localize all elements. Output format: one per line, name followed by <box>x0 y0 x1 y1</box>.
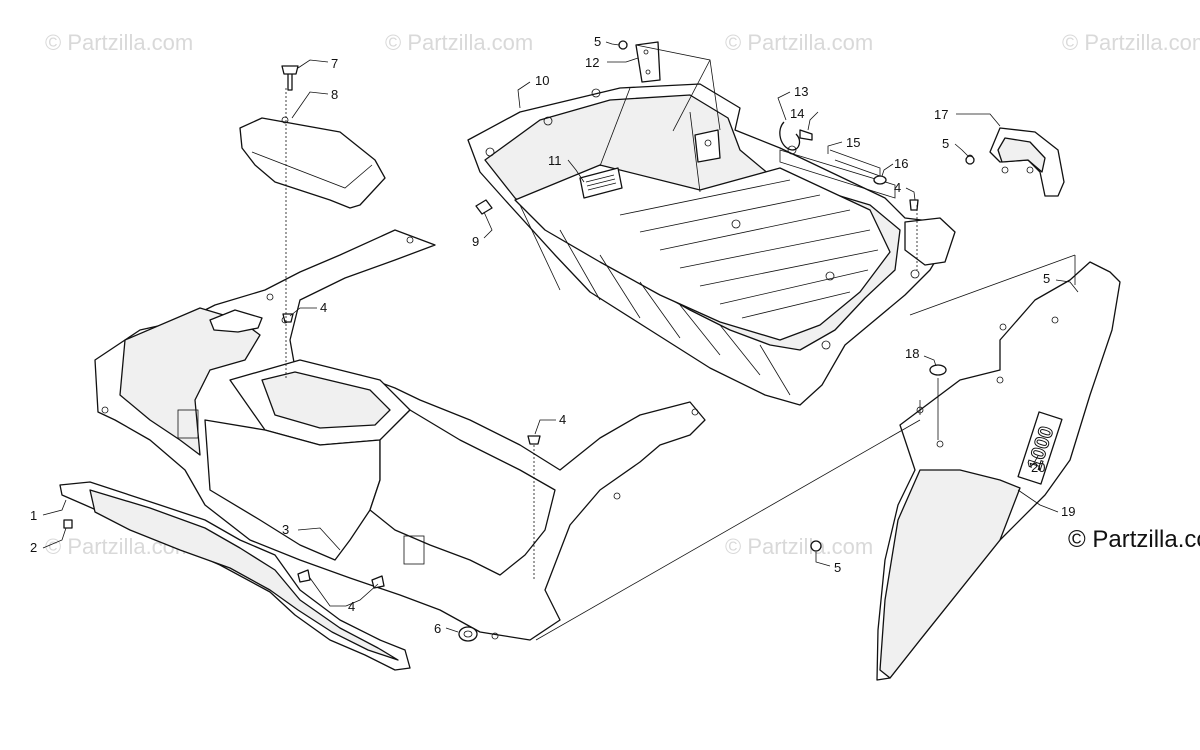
svg-text:10: 10 <box>535 73 549 88</box>
svg-text:14: 14 <box>790 106 804 121</box>
watermark: © Partzilla.com <box>385 30 534 55</box>
callout-15: 15 <box>827 135 860 154</box>
warning-label <box>579 167 623 199</box>
grommet <box>458 626 478 642</box>
svg-text:20: 20 <box>1031 460 1045 475</box>
bracket <box>635 41 721 163</box>
plug <box>873 175 887 185</box>
callout-5-d: 5 <box>815 552 841 575</box>
callout-20: 20 <box>1029 455 1045 475</box>
svg-text:4: 4 <box>320 300 327 315</box>
callout-5-b: 5 <box>942 136 969 157</box>
callout-12: 12 <box>585 55 639 70</box>
svg-text:6: 6 <box>434 621 441 636</box>
callout-labels: 1 2 3 4 4 4 <box>30 34 1079 636</box>
svg-text:1: 1 <box>30 508 37 523</box>
clip <box>475 199 493 215</box>
svg-text:17: 17 <box>934 107 948 122</box>
watermark: © Partzilla.com <box>45 30 194 55</box>
cargo-box <box>467 83 956 406</box>
lower-trim-panel <box>59 481 411 671</box>
svg-text:4: 4 <box>894 180 901 195</box>
svg-text:11: 11 <box>548 153 562 168</box>
callout-5-a: 5 <box>594 34 620 49</box>
callout-14: 14 <box>790 106 819 131</box>
callout-7: 7 <box>297 56 338 71</box>
svg-text:8: 8 <box>331 87 338 102</box>
callout-5-c: 5 <box>1043 271 1079 293</box>
copyright-text: © Partzilla.com <box>1068 526 1200 553</box>
svg-text:4: 4 <box>348 599 355 614</box>
callout-19: 19 <box>1017 489 1075 519</box>
watermark: © Partzilla.com <box>725 30 874 55</box>
storage-lid <box>239 65 386 209</box>
callout-11: 11 <box>548 153 585 183</box>
callout-6: 6 <box>434 621 459 636</box>
svg-text:19: 19 <box>1061 504 1075 519</box>
svg-text:5: 5 <box>942 136 949 151</box>
callout-10: 10 <box>517 73 549 109</box>
svg-text:9: 9 <box>472 234 479 249</box>
assembly-guide-lines <box>285 59 1076 641</box>
callout-16: 16 <box>881 156 908 177</box>
tie-down-hook <box>779 121 813 155</box>
svg-text:2: 2 <box>30 540 37 555</box>
callout-1: 1 <box>30 499 67 523</box>
watermark: © Partzilla.com <box>1062 30 1200 55</box>
svg-text:5: 5 <box>594 34 601 49</box>
callout-4-b: 4 <box>534 412 566 435</box>
svg-text:12: 12 <box>585 55 599 70</box>
callout-2: 2 <box>30 527 67 555</box>
callout-4-a: 4 <box>289 300 327 317</box>
svg-text:4: 4 <box>559 412 566 427</box>
callout-8: 8 <box>291 87 338 119</box>
callout-17: 17 <box>934 107 1001 127</box>
grab-handle <box>966 127 1065 197</box>
svg-text:7: 7 <box>331 56 338 71</box>
watermark: © Partzilla.com <box>725 534 874 559</box>
svg-text:3: 3 <box>282 522 289 537</box>
svg-text:13: 13 <box>794 84 808 99</box>
side-panel: 1000 <box>876 261 1121 681</box>
svg-text:18: 18 <box>905 346 919 361</box>
svg-text:16: 16 <box>894 156 908 171</box>
side-plug <box>929 364 947 376</box>
svg-text:15: 15 <box>846 135 860 150</box>
callout-4-d: 4 <box>894 180 916 201</box>
callout-9: 9 <box>472 211 493 249</box>
callout-3: 3 <box>282 522 341 551</box>
svg-text:5: 5 <box>834 560 841 575</box>
callout-13: 13 <box>777 84 808 121</box>
callout-18: 18 <box>905 346 937 367</box>
screw <box>282 199 919 589</box>
center-console <box>94 229 706 641</box>
svg-text:5: 5 <box>1043 271 1050 286</box>
rail <box>779 149 896 199</box>
callout-4-c: 4 <box>309 577 379 614</box>
